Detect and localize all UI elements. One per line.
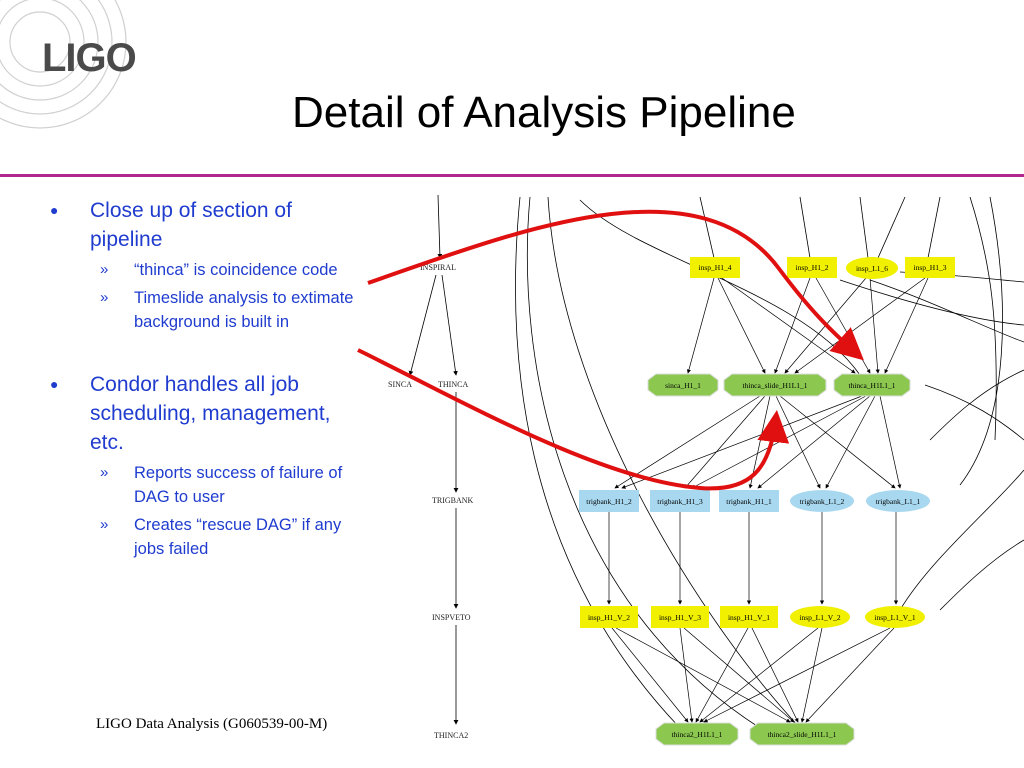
sub-bullet-text: Reports success of failure of DAG to use… xyxy=(134,464,343,506)
node-label: thinca_slide_H1L1_1 xyxy=(743,381,808,390)
node-label: trigbank_H1_2 xyxy=(586,497,632,506)
graph-node: insp_H1_2 xyxy=(787,257,837,278)
node-label: thinca_H1L1_1 xyxy=(848,381,895,390)
title-divider xyxy=(0,174,1024,177)
node-label: trigbank_H1_3 xyxy=(657,497,703,506)
sub-bullet-item: » “thinca” is coincidence code xyxy=(50,258,370,282)
chain-node: INSPIRAL xyxy=(420,263,456,272)
node-label: insp_L1_V_2 xyxy=(799,613,841,622)
chain-node: SINCA xyxy=(388,380,412,389)
sub-bullet-text: “thinca” is coincidence code xyxy=(134,261,338,279)
node-label: insp_L1_V_1 xyxy=(874,613,916,622)
bullet-list: ● Close up of section of pipeline » “thi… xyxy=(50,196,370,561)
sub-bullet-marker: » xyxy=(100,464,109,481)
node-label: trigbank_L1_1 xyxy=(876,497,921,506)
node-label: insp_H1_4 xyxy=(699,263,732,272)
background-edges xyxy=(515,196,1024,729)
sub-bullet-marker: » xyxy=(100,261,109,278)
graph-node: insp_H1_4 xyxy=(690,257,740,278)
graph-node: trigbank_H1_2 xyxy=(579,490,639,512)
node-label: thinca2_slide_H1L1_1 xyxy=(768,730,837,739)
bullet-dot-icon: ● xyxy=(50,376,59,392)
graph-node: thinca2_H1L1_1 xyxy=(655,722,739,746)
graph-node: trigbank_L1_1 xyxy=(866,490,930,512)
chain-edges xyxy=(408,194,459,725)
red-arrow-thinca xyxy=(367,209,864,361)
node-label: trigbank_H1_1 xyxy=(726,497,772,506)
sub-bullet-marker: » xyxy=(100,516,109,533)
graph-node: insp_L1_V_1 xyxy=(865,606,925,628)
sub-bullet-marker: » xyxy=(100,289,109,306)
chain-node: THINCA2 xyxy=(434,731,468,740)
logo-swirl-icon xyxy=(0,0,127,129)
graph-node: thinca2_slide_H1L1_1 xyxy=(749,722,855,746)
chain-node: INSPVETO xyxy=(432,613,471,622)
node-label: insp_H1_3 xyxy=(914,263,947,272)
chain-node: THINCA xyxy=(438,380,468,389)
sub-bullet-item: » Timeslide analysis to extimate backgro… xyxy=(50,286,370,334)
node-label: insp_L1_6 xyxy=(856,264,888,273)
red-arrow-timeslide xyxy=(357,348,790,491)
bullet-text: Condor handles all job scheduling, manag… xyxy=(90,373,331,454)
graph-node: insp_L1_6 xyxy=(846,257,898,279)
sub-bullet-text: Creates “rescue DAG” if any jobs failed xyxy=(134,516,342,558)
ligo-logo: LIGO xyxy=(42,36,137,80)
node-label: insp_H1_2 xyxy=(796,263,829,272)
graph-node: thinca_H1L1_1 xyxy=(833,373,911,397)
footer-text: LIGO Data Analysis (G060539-00-M) xyxy=(96,716,328,732)
graph-node: insp_H1_3 xyxy=(905,257,955,278)
graph-node: insp_H1_V_1 xyxy=(720,606,778,628)
bullet-dot-icon: ● xyxy=(50,202,59,218)
graph-node: insp_H1_V_2 xyxy=(580,606,638,628)
sub-bullet-item: » Creates “rescue DAG” if any jobs faile… xyxy=(50,513,370,561)
page-title: Detail of Analysis Pipeline xyxy=(292,88,796,137)
bullet-item: ● Condor handles all job scheduling, man… xyxy=(50,370,370,457)
edges xyxy=(606,277,929,723)
bullet-item: ● Close up of section of pipeline xyxy=(50,196,370,254)
node-label: sinca_H1_1 xyxy=(665,381,701,390)
graph-node: trigbank_H1_3 xyxy=(650,490,710,512)
graph-node: insp_H1_V_3 xyxy=(651,606,709,628)
node-label: trigbank_L1_2 xyxy=(800,497,845,506)
node-label: insp_H1_V_3 xyxy=(659,613,701,622)
sub-bullet-text: Timeslide analysis to extimate backgroun… xyxy=(134,289,354,331)
graph-node: trigbank_L1_2 xyxy=(790,490,854,512)
graph-node: sinca_H1_1 xyxy=(647,373,719,397)
graph-node: insp_L1_V_2 xyxy=(790,606,850,628)
sub-bullet-item: » Reports success of failure of DAG to u… xyxy=(50,461,370,509)
bullet-text: Close up of section of pipeline xyxy=(90,199,292,251)
node-label: thinca2_H1L1_1 xyxy=(672,730,723,739)
node-label: insp_H1_V_2 xyxy=(588,613,630,622)
graph-node: trigbank_H1_1 xyxy=(719,490,779,512)
node-label: insp_H1_V_1 xyxy=(728,613,770,622)
chain-node: TRIGBANK xyxy=(432,496,474,505)
graph-node: thinca_slide_H1L1_1 xyxy=(723,373,827,397)
